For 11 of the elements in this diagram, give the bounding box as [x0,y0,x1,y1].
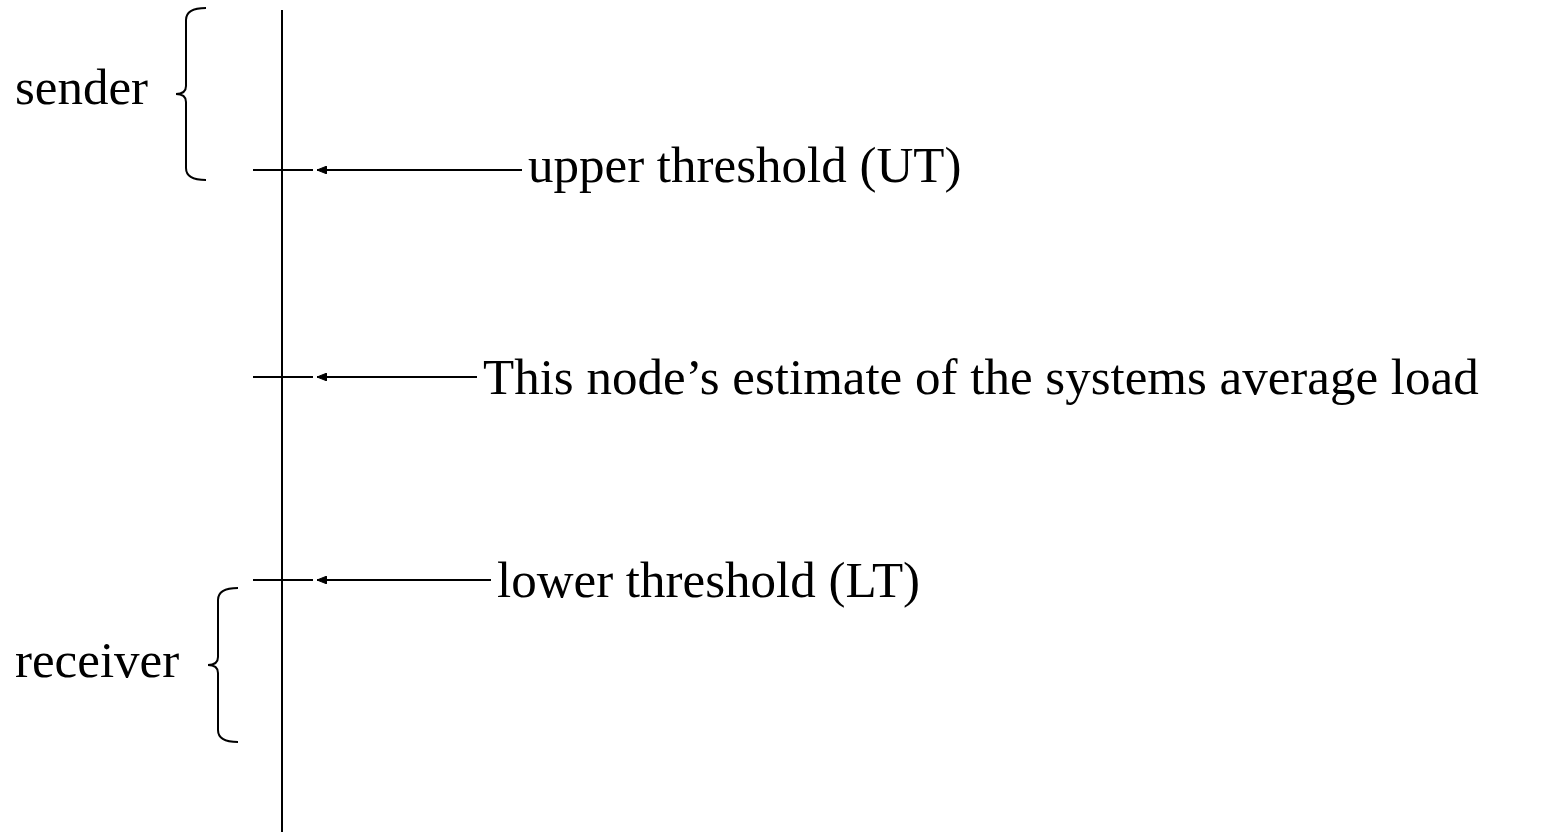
region-label: receiver [15,631,180,689]
arrow [316,575,492,585]
tick-mark [253,376,313,378]
arrow [316,165,523,175]
region-label: sender [15,58,149,116]
arrow [316,372,478,382]
annotation-text: upper threshold (UT) [528,136,962,194]
annotation-text: This node’s estimate of the systems average load [483,348,1479,406]
tick-mark [253,579,313,581]
annotation-text: lower threshold (LT) [497,551,921,609]
tick-mark [253,169,313,171]
